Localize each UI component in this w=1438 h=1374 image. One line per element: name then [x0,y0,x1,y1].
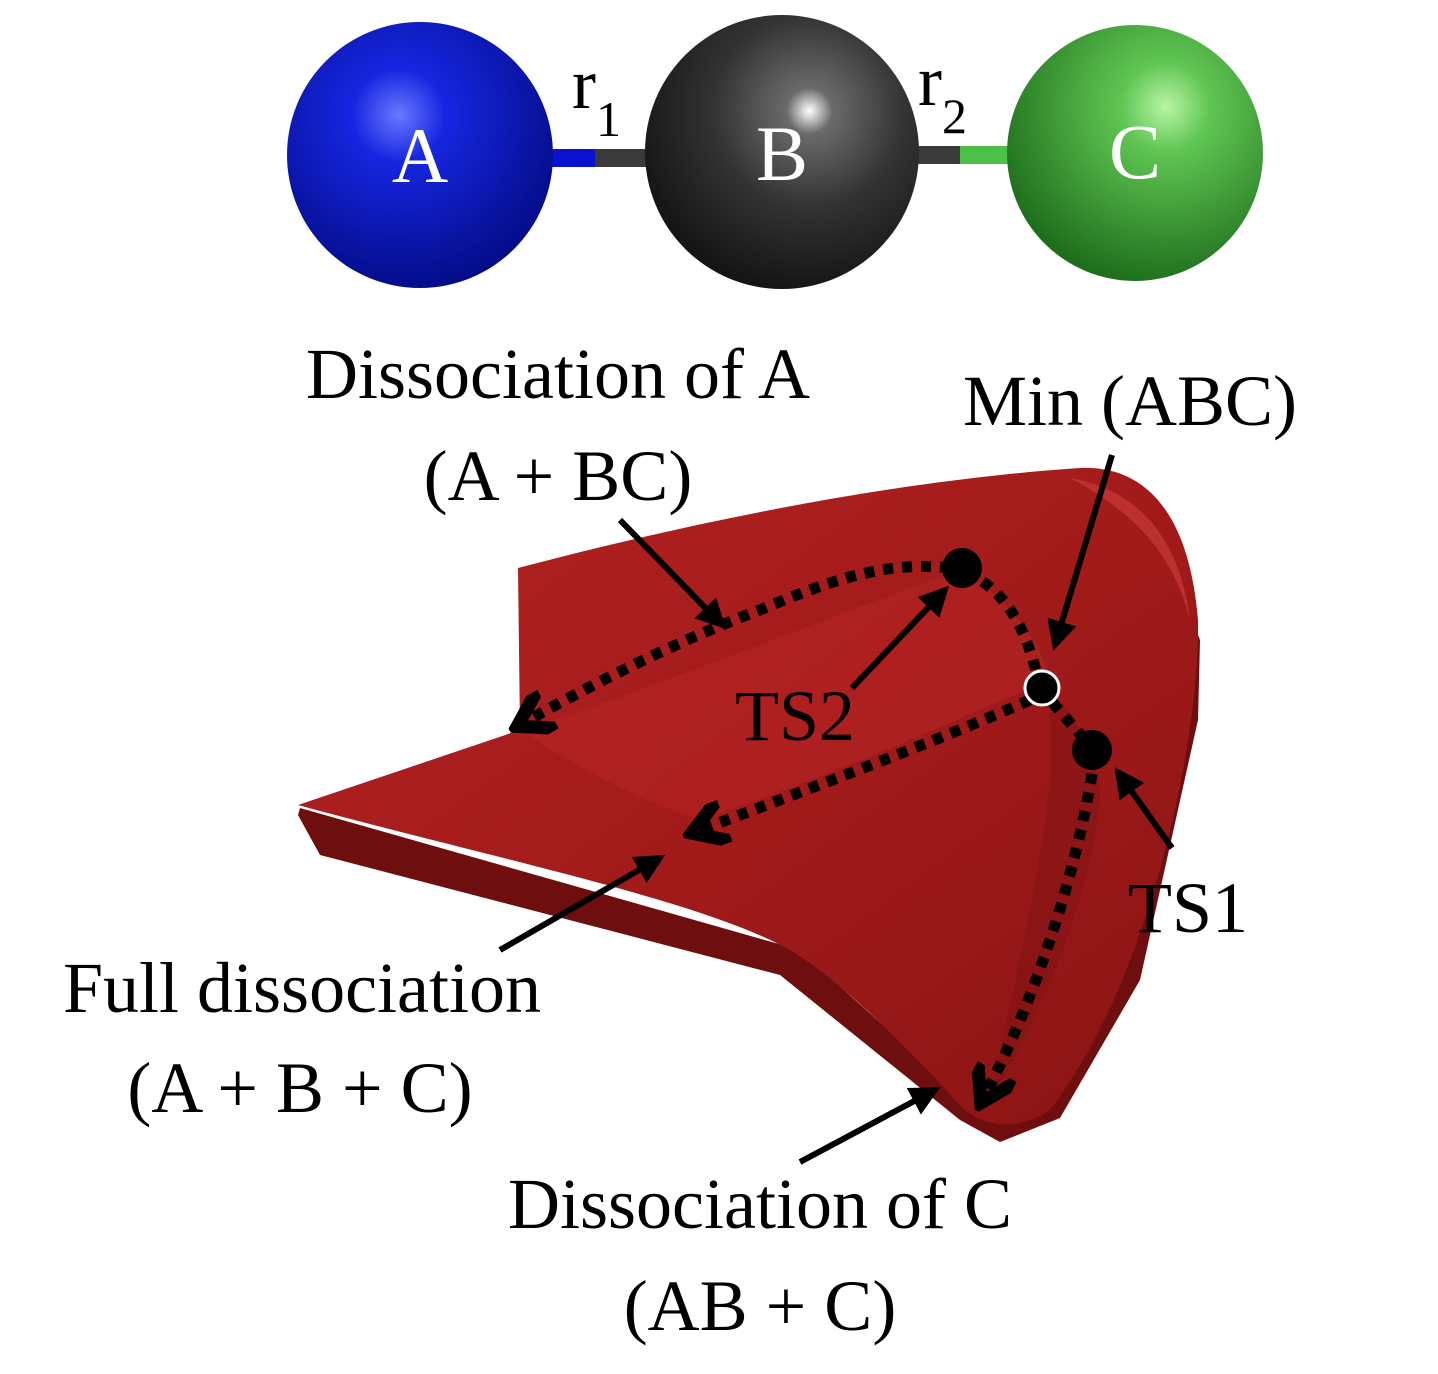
min-abc-label: Min (ABC) [963,361,1297,441]
potential-energy-surface [298,467,1200,1142]
ts2-label: TS2 [735,676,855,756]
bond-r1-label: r1 [572,44,621,147]
arrow-ts2 [849,585,950,691]
arrow-min-abc [1047,454,1115,651]
molecule: A B C r1 r2 [287,15,1263,289]
diss-a-label-line1: Dissociation of A [306,334,810,414]
atom-c-label: C [1109,108,1161,195]
min-abc-point [1023,669,1061,707]
atom-a-label: A [392,112,448,199]
ts1-point [1072,730,1112,770]
annotation-arrows [498,454,1175,1165]
arrow-diss-a [617,517,727,630]
atom-b [645,15,919,289]
surface-edge [298,610,1200,1142]
arrow-diss-c [798,1087,941,1165]
path-to-diss-c [985,754,1101,1095]
path-to-full-diss [700,694,1033,830]
labels: Dissociation of A (A + BC) Min (ABC) TS2… [63,334,1297,1346]
atom-b-label: B [756,110,808,197]
surface-ridge-highlight [1070,478,1190,620]
atom-a [287,22,553,288]
arrow-full-diss [498,855,666,953]
surface-valley-shade [520,570,1050,820]
bond-r2-label: r2 [918,41,967,144]
path-to-diss-a [525,560,951,722]
diss-c-label-line2: (AB + C) [624,1266,897,1346]
surface-channel-shade [990,690,1100,1100]
full-diss-label-line1: Full dissociation [63,948,541,1028]
diss-a-label-line2: (A + BC) [424,436,693,516]
diss-c-label-line1: Dissociation of C [508,1164,1012,1244]
ts2-point [942,548,982,588]
ts1-label: TS1 [1128,868,1248,948]
atom-c [1007,25,1263,281]
arrow-ts1 [1114,767,1175,850]
full-diss-label-line2: (A + B + C) [127,1048,472,1128]
